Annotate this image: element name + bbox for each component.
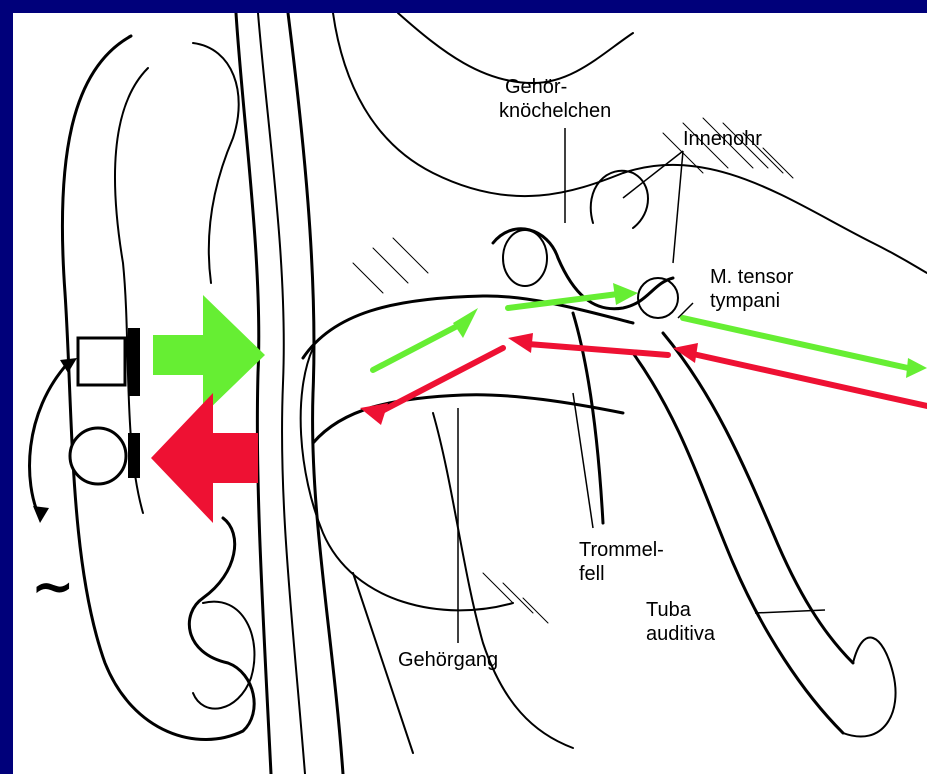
label-tube-line1: Tuba — [646, 598, 691, 622]
probe-assembly — [30, 328, 140, 523]
red-arrow-ossicles — [528, 344, 668, 355]
ear-lobe — [193, 602, 254, 709]
label-tube-line2: auditiva — [646, 622, 715, 646]
incus — [503, 230, 547, 286]
leader-inner-ear-1 — [623, 151, 683, 198]
red-arrow-canal-head — [360, 403, 388, 425]
circle-microphone-icon — [70, 428, 126, 484]
label-inner-ear: Innenohr — [683, 127, 762, 151]
curved-arrow-head-bottom — [33, 506, 49, 523]
label-ossicles-line2: knöchelchen — [499, 99, 611, 123]
illustration-panel: Gehör- knöchelchen Innenohr M. tensor ty… — [13, 13, 927, 774]
big-red-arrow — [151, 393, 258, 523]
temporal-surface — [333, 13, 927, 273]
green-arrow-canal — [373, 323, 463, 370]
label-eardrum-line2: fell — [579, 562, 605, 586]
semicircular-canal — [591, 171, 648, 228]
ac-symbol: ~ — [31, 561, 75, 613]
label-eardrum-line1: Trommel- — [579, 538, 664, 562]
auditory-tube-end — [843, 638, 896, 737]
speaker-bar — [128, 328, 140, 396]
canal-inner-curve — [301, 348, 513, 610]
auricle-helix — [193, 43, 239, 283]
microphone-bar — [128, 433, 140, 478]
styloid-region — [433, 413, 573, 748]
label-tensor-line2: tympani — [710, 289, 780, 313]
curved-arrow-icon — [30, 363, 68, 518]
label-tensor-line1: M. tensor — [710, 265, 793, 289]
label-ossicles-line1: Gehör- — [505, 75, 567, 99]
cranial-contour — [398, 13, 633, 83]
leader-eardrum — [573, 393, 593, 528]
leader-inner-ear-2 — [673, 151, 683, 263]
auditory-tube-lower — [633, 353, 843, 733]
label-ear-canal: Gehörgang — [398, 648, 498, 672]
square-speaker-icon — [78, 338, 125, 385]
big-green-arrow — [153, 295, 265, 415]
